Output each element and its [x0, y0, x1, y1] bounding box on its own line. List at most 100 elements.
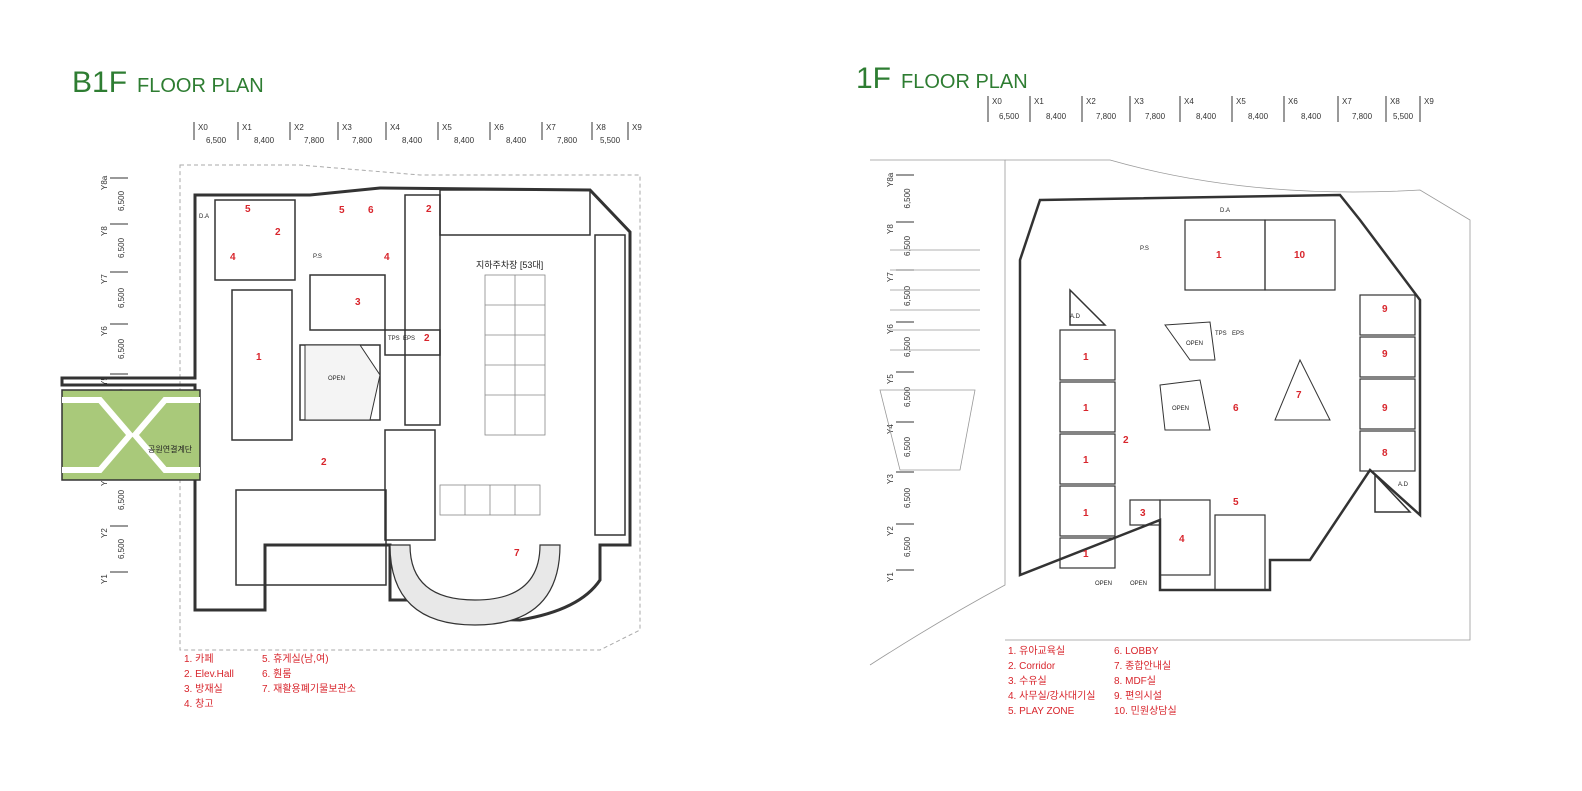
f1-open-label-d: OPEN: [1130, 581, 1147, 587]
b1f-room-1: 1: [256, 352, 262, 363]
f1-ad-label-a: A.D: [1070, 314, 1081, 320]
b1f-room-6: 6: [368, 205, 374, 216]
b1f-park-link-label: 공원연결계단: [148, 444, 193, 454]
f1-grid-y-dimension: 6,500: [903, 386, 912, 407]
f1-ad-label-b: A.D: [1398, 482, 1409, 488]
f1-y-grid-ruler: [896, 174, 914, 571]
f1-open-label-c: OPEN: [1095, 581, 1112, 587]
f1-ps-label: P.S: [1140, 246, 1149, 252]
b1f-room-4b: 4: [384, 252, 390, 263]
b1f-parking-label: 지하주차장 [53대]: [476, 259, 543, 270]
f1-grid-x-dimension: 8,400: [1196, 112, 1217, 121]
b1f-room-2d: 2: [321, 457, 327, 468]
b1f-legend-col-2: 5. 휴게실(남,여) 6. 훤룸 7. 재활용폐기물보관소: [262, 652, 356, 697]
f1-open-void-a: [1164, 321, 1216, 361]
f1-grid-y-label: Y8: [886, 224, 895, 234]
b1f-room-7: 7: [514, 548, 520, 559]
b1f-open-void: [304, 344, 381, 421]
b1f-room-2a: 2: [275, 227, 281, 238]
b1f-room-5b: 5: [339, 205, 345, 216]
b1f-legend-col-1: 1. 카페 2. Elev.Hall 3. 방재실 4. 창고: [184, 652, 234, 712]
f1-info-desk-outline: [1274, 358, 1331, 421]
b1f-room-2c: 2: [424, 333, 430, 344]
f1-room-10-number: 10: [1294, 250, 1306, 261]
b1f-grid-x-label: X0: [198, 123, 208, 132]
b1f-grid-x-dimension: 5,500: [600, 136, 621, 145]
b1f-grid-y-dimension: 6,500: [117, 237, 126, 258]
f1-legend-item: 8. MDF실: [1114, 676, 1156, 687]
f1-grid-y-label: Y5: [886, 374, 895, 384]
b1f-x-grid-ruler: [193, 122, 629, 140]
f1-room-6-number: 6: [1233, 403, 1239, 414]
f1-grid-x-label: X1: [1034, 97, 1044, 106]
f1-grid-x-label: X2: [1086, 97, 1096, 106]
f1-legend-item: 9. 편의시설: [1114, 691, 1162, 702]
f1-title-main: 1F: [856, 62, 892, 95]
b1f-grid-y-dimension: 6,500: [117, 538, 126, 559]
b1f-room-3: 3: [355, 297, 361, 308]
b1f-room-5a: 5: [245, 204, 251, 215]
f1-legend-item: 7. 종합안내실: [1114, 661, 1172, 672]
b1f-grid-x-label: X5: [442, 123, 452, 132]
b1f-legend-item: 2. Elev.Hall: [184, 669, 234, 680]
f1-x-grid-ruler: [987, 96, 1421, 122]
f1-grid-y-dimension: 6,500: [903, 487, 912, 508]
b1f-eps-label: EPS: [403, 336, 415, 342]
f1-grid-x-label: X5: [1236, 97, 1246, 106]
b1f-room-2b: 2: [426, 204, 432, 215]
f1-grid-x-dimension: 7,800: [1145, 112, 1166, 121]
f1-room-8-number: 8: [1382, 448, 1388, 459]
f1-title-sub: FLOOR PLAN: [901, 71, 1028, 93]
f1-outer-walls: [1018, 193, 1422, 592]
f1-legend-item: 4. 사무실/강사대기실: [1008, 691, 1096, 702]
f1-legend-col-1: 1. 유아교육실 2. Corridor 3. 수유실 4. 사무실/강사대기실…: [1008, 644, 1096, 719]
f1-legend-col-2: 6. LOBBY 7. 종합안내실 8. MDF실 9. 편의시설 10. 민원…: [1114, 644, 1177, 719]
b1f-tps-label: TPS: [388, 336, 400, 342]
f1-grid-y-dimension: 6,500: [903, 188, 912, 209]
b1f-grid-x-dimension: 8,400: [254, 136, 275, 145]
b1f-grid-x-label: X1: [242, 123, 252, 132]
f1-legend-item: 3. 수유실: [1008, 676, 1047, 687]
b1f-grid-x-label: X9: [632, 123, 642, 132]
b1f-grid-x-label: X6: [494, 123, 504, 132]
f1-grid-x-label: X3: [1134, 97, 1144, 106]
f1-title: 1F FLOOR PLAN: [856, 62, 1028, 96]
f1-legend-item: 2. Corridor: [1008, 661, 1056, 672]
f1-grid-x-label: X8: [1390, 97, 1400, 106]
b1f-legend-item: 5. 휴게실(남,여): [262, 654, 329, 665]
b1f-grid-y-label: Y5: [100, 376, 109, 386]
f1-open-void-b: [1159, 379, 1211, 431]
b1f-legend-item: 1. 카페: [184, 654, 214, 665]
f1-room-3-number: 3: [1140, 508, 1146, 519]
b1f-inner-walls: [214, 189, 626, 586]
b1f-grid-x-dimension: 6,500: [206, 136, 227, 145]
f1-grid-y-dimension: 6,500: [903, 235, 912, 256]
f1-grid-x-dimension: 7,800: [1096, 112, 1117, 121]
f1-grid-x-label: X0: [992, 97, 1002, 106]
b1f-grid-x-label: X2: [294, 123, 304, 132]
f1-room-9-number-c: 9: [1382, 403, 1388, 414]
f1-grid-x-label: X6: [1288, 97, 1298, 106]
b1f-grid-y-label: Y2: [100, 528, 109, 538]
f1-grid-x-label: X4: [1184, 97, 1194, 106]
b1f-grid-y-dimension: 6,500: [117, 338, 126, 359]
f1-grid-y-label: Y8a: [886, 172, 895, 187]
f1-grid-y-label: Y3: [886, 474, 895, 484]
f1-eps-label: EPS: [1232, 331, 1244, 337]
f1-room-1-number-f: 1: [1216, 250, 1222, 261]
b1f-room-4a: 4: [230, 252, 236, 263]
f1-grid-x-dimension: 8,400: [1248, 112, 1269, 121]
f1-grid-y-label: Y7: [886, 272, 895, 282]
f1-room-1-number-b: 1: [1083, 403, 1089, 414]
f1-grid-y-dimension: 6,500: [903, 436, 912, 457]
b1f-legend-item: 4. 창고: [184, 699, 214, 710]
b1f-grid-x-dimension: 7,800: [352, 136, 373, 145]
b1f-site-boundary: [179, 164, 641, 651]
f1-open-label-a: OPEN: [1186, 341, 1203, 347]
b1f-parking-stalls: [439, 274, 546, 516]
b1f-da-label: D.A: [199, 214, 209, 220]
f1-da-label: D.A: [1220, 208, 1230, 214]
b1f-grid-y-label: Y1: [100, 574, 109, 584]
